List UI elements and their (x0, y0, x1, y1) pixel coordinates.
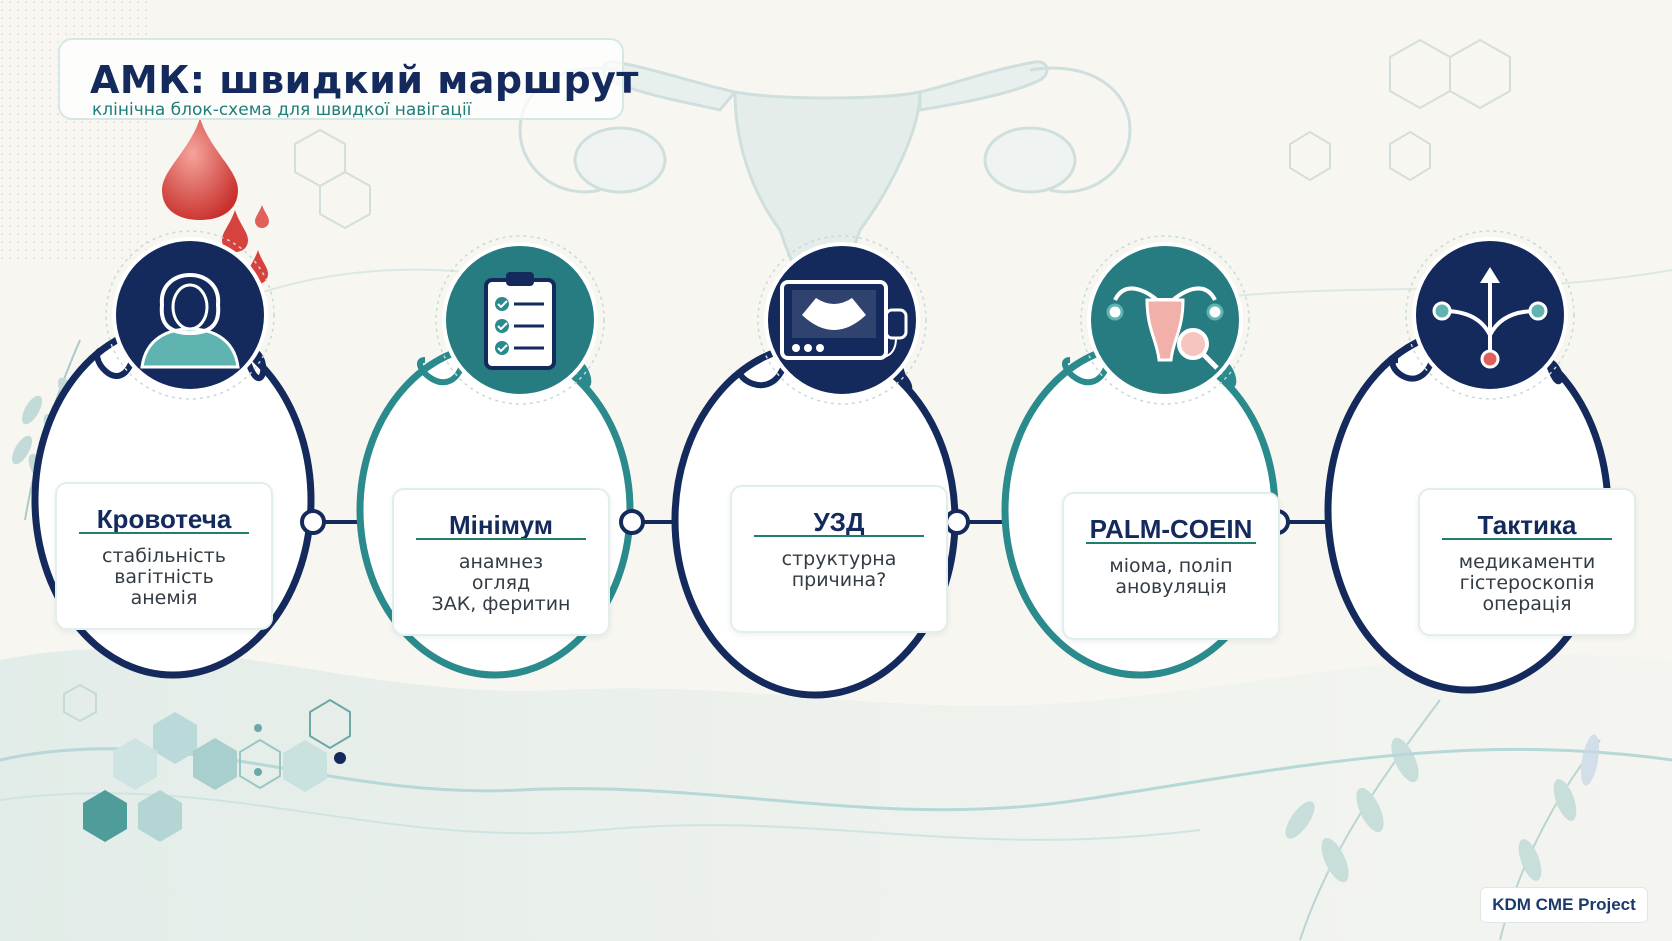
step-item: операція (1482, 593, 1572, 615)
step-title: PALM-COEIN (1089, 514, 1253, 544)
step-item: анемія (130, 587, 198, 609)
title-underline (79, 532, 249, 534)
title-underline (1086, 542, 1256, 544)
step-item: ЗАК, феритин (431, 593, 571, 615)
uterus-magnifier-icon (1080, 235, 1250, 405)
footer-badge: KDM CME Project (1480, 887, 1648, 923)
step-title: Кровотеча (96, 504, 232, 534)
step-title: Мінімум (448, 510, 554, 540)
step-item: огляд (471, 572, 531, 594)
step-item: ановуляція (1115, 576, 1227, 598)
step-item: міома, поліп (1109, 555, 1233, 577)
blood-drop-icon (162, 118, 269, 284)
ultrasound-monitor-icon (757, 235, 927, 405)
branching-arrows-icon (1405, 230, 1575, 400)
hexagon-decoration (294, 38, 1511, 230)
title-underline (416, 538, 586, 540)
uterus-watermark (518, 60, 1132, 391)
title-panel (58, 38, 624, 120)
step-item: анамнез (458, 551, 544, 573)
page-title: АМК: швидкий маршрут (90, 58, 639, 102)
clipboard-checklist-icon (435, 235, 605, 405)
step-item: вагітність (114, 566, 214, 588)
step-item: медикаменти (1458, 551, 1596, 573)
step-item: причина? (791, 569, 887, 591)
leaf-decoration-right (1285, 699, 1601, 941)
title-underline (1442, 538, 1612, 540)
page-subtitle: клінічна блок-схема для швидкої навігаці… (92, 100, 472, 120)
step-item: структурна (781, 548, 897, 570)
step-item: стабільність (102, 545, 226, 567)
title-underline (754, 535, 924, 537)
step-title: Тактика (1477, 510, 1577, 540)
molecule-decoration (63, 683, 351, 842)
patient-icon (105, 230, 275, 400)
step-title: УЗД (813, 507, 865, 537)
step-item: гістероскопія (1459, 572, 1595, 594)
